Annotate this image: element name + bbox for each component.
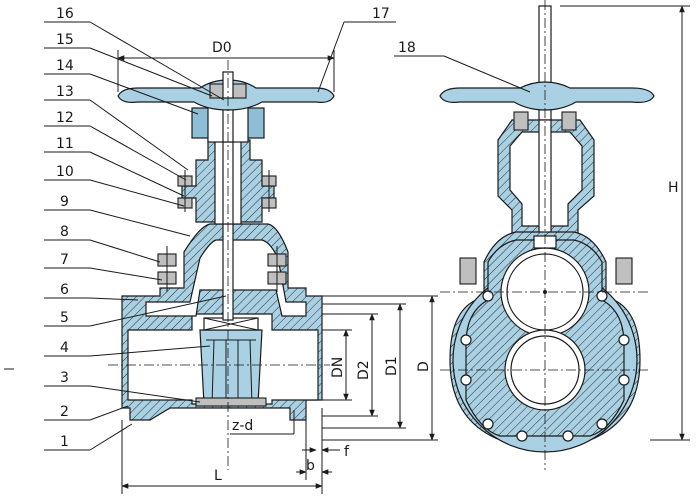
part-label-7: 7 <box>60 252 69 268</box>
side-bolt-right <box>615 257 633 285</box>
flange-bolt-holes <box>460 270 630 442</box>
dim-label-d: D <box>416 361 432 372</box>
front-section-view <box>108 60 335 470</box>
dimension-lines <box>117 5 690 494</box>
dim-label-dn: DN <box>330 357 346 378</box>
side-bolt-left <box>459 257 477 285</box>
dim-label-z-d: z-d <box>232 418 253 434</box>
side-handwheel <box>439 81 655 111</box>
dim-label-d2: D2 <box>356 360 372 380</box>
dim-label-d1: D1 <box>384 356 400 376</box>
part-label-17: 17 <box>372 6 390 22</box>
part-label-4: 4 <box>60 340 69 356</box>
gate-wedge <box>199 329 263 405</box>
part-label-5: 5 <box>60 310 69 326</box>
part-label-11: 11 <box>56 136 74 152</box>
dim-label-l: L <box>214 468 222 484</box>
part-label-15: 15 <box>56 32 74 48</box>
dim-label-b: b <box>306 458 315 474</box>
part-label-13: 13 <box>56 84 74 100</box>
part-label-8: 8 <box>60 224 69 240</box>
dim-label-h: H <box>668 180 679 196</box>
dimension-labels: D0 H DN D2 D1 D L b f z-d <box>212 40 679 484</box>
seat-ring <box>195 397 267 407</box>
bonnet-bolts <box>157 170 287 292</box>
leader-lines <box>4 21 531 451</box>
part-label-14: 14 <box>56 58 74 74</box>
dim-label-f: f <box>344 444 350 460</box>
part-label-16: 16 <box>56 6 74 22</box>
part-number-labels: 16 15 14 13 12 11 10 9 8 7 6 5 4 3 2 1 1… <box>56 6 416 450</box>
side-view <box>439 0 655 470</box>
part-label-2: 2 <box>60 404 69 420</box>
part-label-12: 12 <box>56 110 74 126</box>
dim-label-d0: D0 <box>212 40 232 56</box>
part-label-18: 18 <box>398 40 416 56</box>
part-label-10: 10 <box>56 164 74 180</box>
part-label-6: 6 <box>60 282 69 298</box>
part-label-3: 3 <box>60 370 69 386</box>
part-label-9: 9 <box>60 194 69 210</box>
part-label-1: 1 <box>60 434 69 450</box>
